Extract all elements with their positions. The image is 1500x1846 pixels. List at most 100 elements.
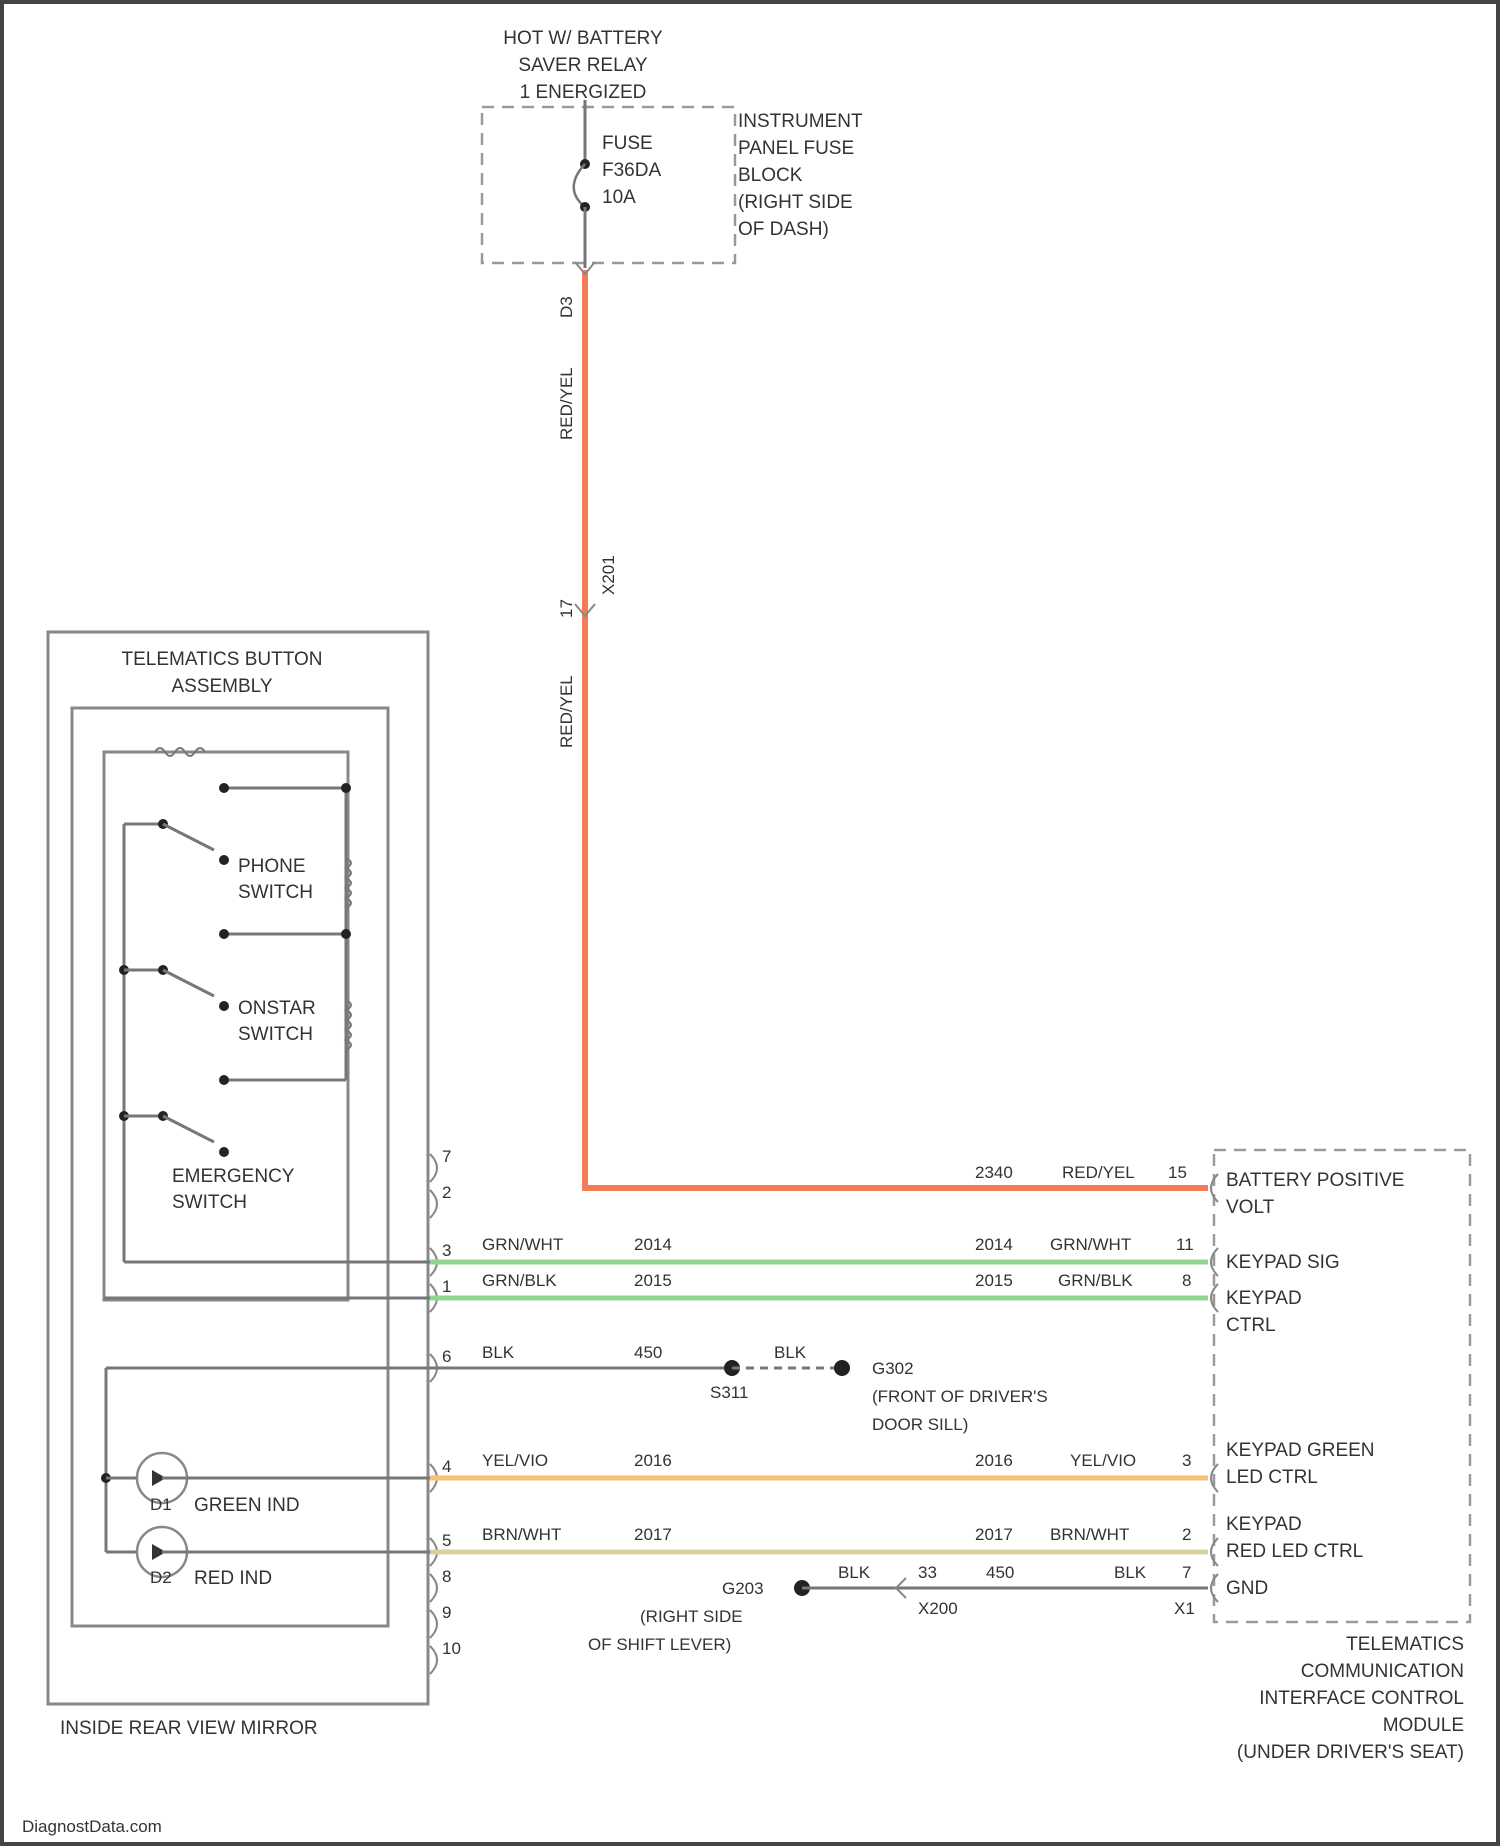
ground-g302-icon (834, 1360, 850, 1376)
mirror-pin-symbol (430, 1646, 437, 1674)
splice-label: S311 (710, 1383, 748, 1402)
mirror-pin-number: 7 (442, 1147, 451, 1166)
emergency-switch-label-2: SWITCH (172, 1192, 247, 1213)
node-5 (219, 1075, 229, 1085)
mirror-pin-number: 10 (442, 1639, 461, 1658)
red-yel-wire (585, 270, 1208, 1188)
supply-label-1: HOT W/ BATTERY (503, 28, 663, 49)
fuse-label-1: FUSE (602, 133, 653, 154)
func-green-led-1: KEYPAD GREEN (1226, 1440, 1375, 1461)
switch-network: PHONE SWITCH ONSTAR SWITCH EMERGENCY SWI… (119, 748, 351, 1262)
func-red-led-2: RED LED CTRL (1226, 1541, 1363, 1562)
signal-wires: GRN/WHT 2014 2014 GRN/WHT 11 GRN/BLK 201… (104, 1235, 1208, 1654)
block-label-2: PANEL FUSE (738, 138, 854, 159)
module-pin-symbol (1211, 1538, 1218, 1566)
inline-pin: 17 (557, 599, 576, 618)
wire-2014-pin-r: 11 (1176, 1235, 1194, 1254)
mirror-pin-number: 4 (442, 1457, 451, 1476)
ground-module-color-r: BLK (1114, 1563, 1147, 1582)
fuse-label-2: F36DA (602, 160, 661, 181)
fuse-block: HOT W/ BATTERY SAVER RELAY 1 ENERGIZED F… (482, 28, 863, 268)
block-label-1: INSTRUMENT (738, 111, 863, 132)
fuse-label-3: 10A (602, 187, 636, 208)
func-battery-1: BATTERY POSITIVE (1226, 1170, 1404, 1191)
ground-module-circuit: 450 (986, 1563, 1014, 1582)
wire-2016-pin-r: 3 (1182, 1451, 1191, 1470)
block-label-4: (RIGHT SIDE (738, 192, 853, 213)
wire-2016-circuit-r: 2016 (975, 1451, 1013, 1470)
emergency-switch-blade (163, 1116, 214, 1142)
ground-module-pin-r: 7 (1182, 1563, 1191, 1582)
module-label-5: (UNDER DRIVER'S SEAT) (1237, 1742, 1464, 1763)
wire-2014-color-r: GRN/WHT (1050, 1235, 1131, 1254)
func-green-led-2: LED CTRL (1226, 1467, 1318, 1488)
mirror-pin-number: 1 (442, 1277, 451, 1296)
wire-2017-circuit-r: 2017 (975, 1525, 1013, 1544)
x200-label: X200 (918, 1599, 958, 1618)
module-label-2: COMMUNICATION (1301, 1661, 1464, 1682)
onstar-switch-label-1: ONSTAR (238, 998, 316, 1019)
module-label-1: TELEMATICS (1346, 1634, 1464, 1655)
mirror-pin-symbol (430, 1574, 437, 1602)
supply-label-3: 1 ENERGIZED (520, 82, 647, 103)
red-led-ref: D2 (150, 1568, 172, 1587)
emergency-switch-label-1: EMERGENCY (172, 1166, 295, 1187)
mirror-pin-number: 9 (442, 1603, 451, 1622)
func-keypad-ctrl-1: KEYPAD (1226, 1288, 1302, 1309)
wire-2016-color: YEL/VIO (482, 1451, 548, 1470)
onstar-switch-contact (219, 1001, 229, 1011)
func-red-led-1: KEYPAD (1226, 1514, 1302, 1535)
wire-color-upper: RED/YEL (557, 367, 576, 440)
inline-connector: X201 (599, 555, 618, 595)
module-pin-symbol (1211, 1174, 1218, 1202)
wire-2015-circuit: 2015 (634, 1271, 672, 1290)
node-2 (341, 783, 351, 793)
wire-2017-pin-r: 2 (1182, 1525, 1191, 1544)
func-gnd: GND (1226, 1578, 1268, 1599)
func-keypad-ctrl-2: CTRL (1226, 1315, 1276, 1336)
wire-2015-color-r: GRN/BLK (1058, 1271, 1133, 1290)
wire-2016-color-r: YEL/VIO (1070, 1451, 1136, 1470)
mirror-pin-number: 5 (442, 1531, 451, 1550)
ground-g302-loc-2: DOOR SILL) (872, 1415, 968, 1434)
mirror-pin-number: 3 (442, 1241, 451, 1260)
func-keypad-sig: KEYPAD SIG (1226, 1252, 1340, 1273)
green-led-label: GREEN IND (194, 1495, 300, 1516)
module-label-4: MODULE (1383, 1715, 1464, 1736)
ground-g203-loc-2: OF SHIFT LEVER) (588, 1635, 731, 1654)
ground-module-conn-r: X1 (1174, 1599, 1195, 1618)
mirror-pin-symbol (430, 1610, 437, 1638)
cavity-label: D3 (557, 296, 576, 318)
mirror-pin-number: 2 (442, 1183, 451, 1202)
ground-g203-label: G203 (722, 1579, 764, 1598)
ground-g302-label: G302 (872, 1359, 914, 1378)
wire-2015-circuit-r: 2015 (975, 1271, 1013, 1290)
wire-2015-pin-r: 8 (1182, 1271, 1191, 1290)
wire-color-lower: RED/YEL (557, 675, 576, 748)
battery-circuit: 2340 (975, 1163, 1013, 1182)
ground-mirror-color: BLK (482, 1343, 515, 1362)
wire-2014-color: GRN/WHT (482, 1235, 563, 1254)
onstar-switch-blade (163, 970, 214, 996)
wire-2017-circuit: 2017 (634, 1525, 672, 1544)
battery-feed-wire: D3 RED/YEL 17 X201 RED/YEL 2340 RED/YEL … (557, 262, 1208, 1188)
phone-switch-label-1: PHONE (238, 856, 306, 877)
block-label-3: BLOCK (738, 165, 803, 186)
wire-2017-color: BRN/WHT (482, 1525, 561, 1544)
wire-2017-color-r: BRN/WHT (1050, 1525, 1129, 1544)
wire-2014-circuit: 2014 (634, 1235, 672, 1254)
node-1 (219, 783, 229, 793)
fuse-symbol (574, 164, 585, 207)
battery-wire-color: RED/YEL (1062, 1163, 1135, 1182)
mirror-pin-symbol (430, 1190, 437, 1218)
supply-label-2: SAVER RELAY (518, 55, 648, 76)
mirror-pin-number: 8 (442, 1567, 451, 1586)
watermark: DiagnostData.com (22, 1817, 162, 1836)
node-4 (341, 929, 351, 939)
mirror-pin-symbol (430, 1154, 437, 1182)
module-pin-symbol (1211, 1574, 1218, 1602)
mirror-label: INSIDE REAR VIEW MIRROR (60, 1718, 318, 1739)
wire-2016-circuit: 2016 (634, 1451, 672, 1470)
